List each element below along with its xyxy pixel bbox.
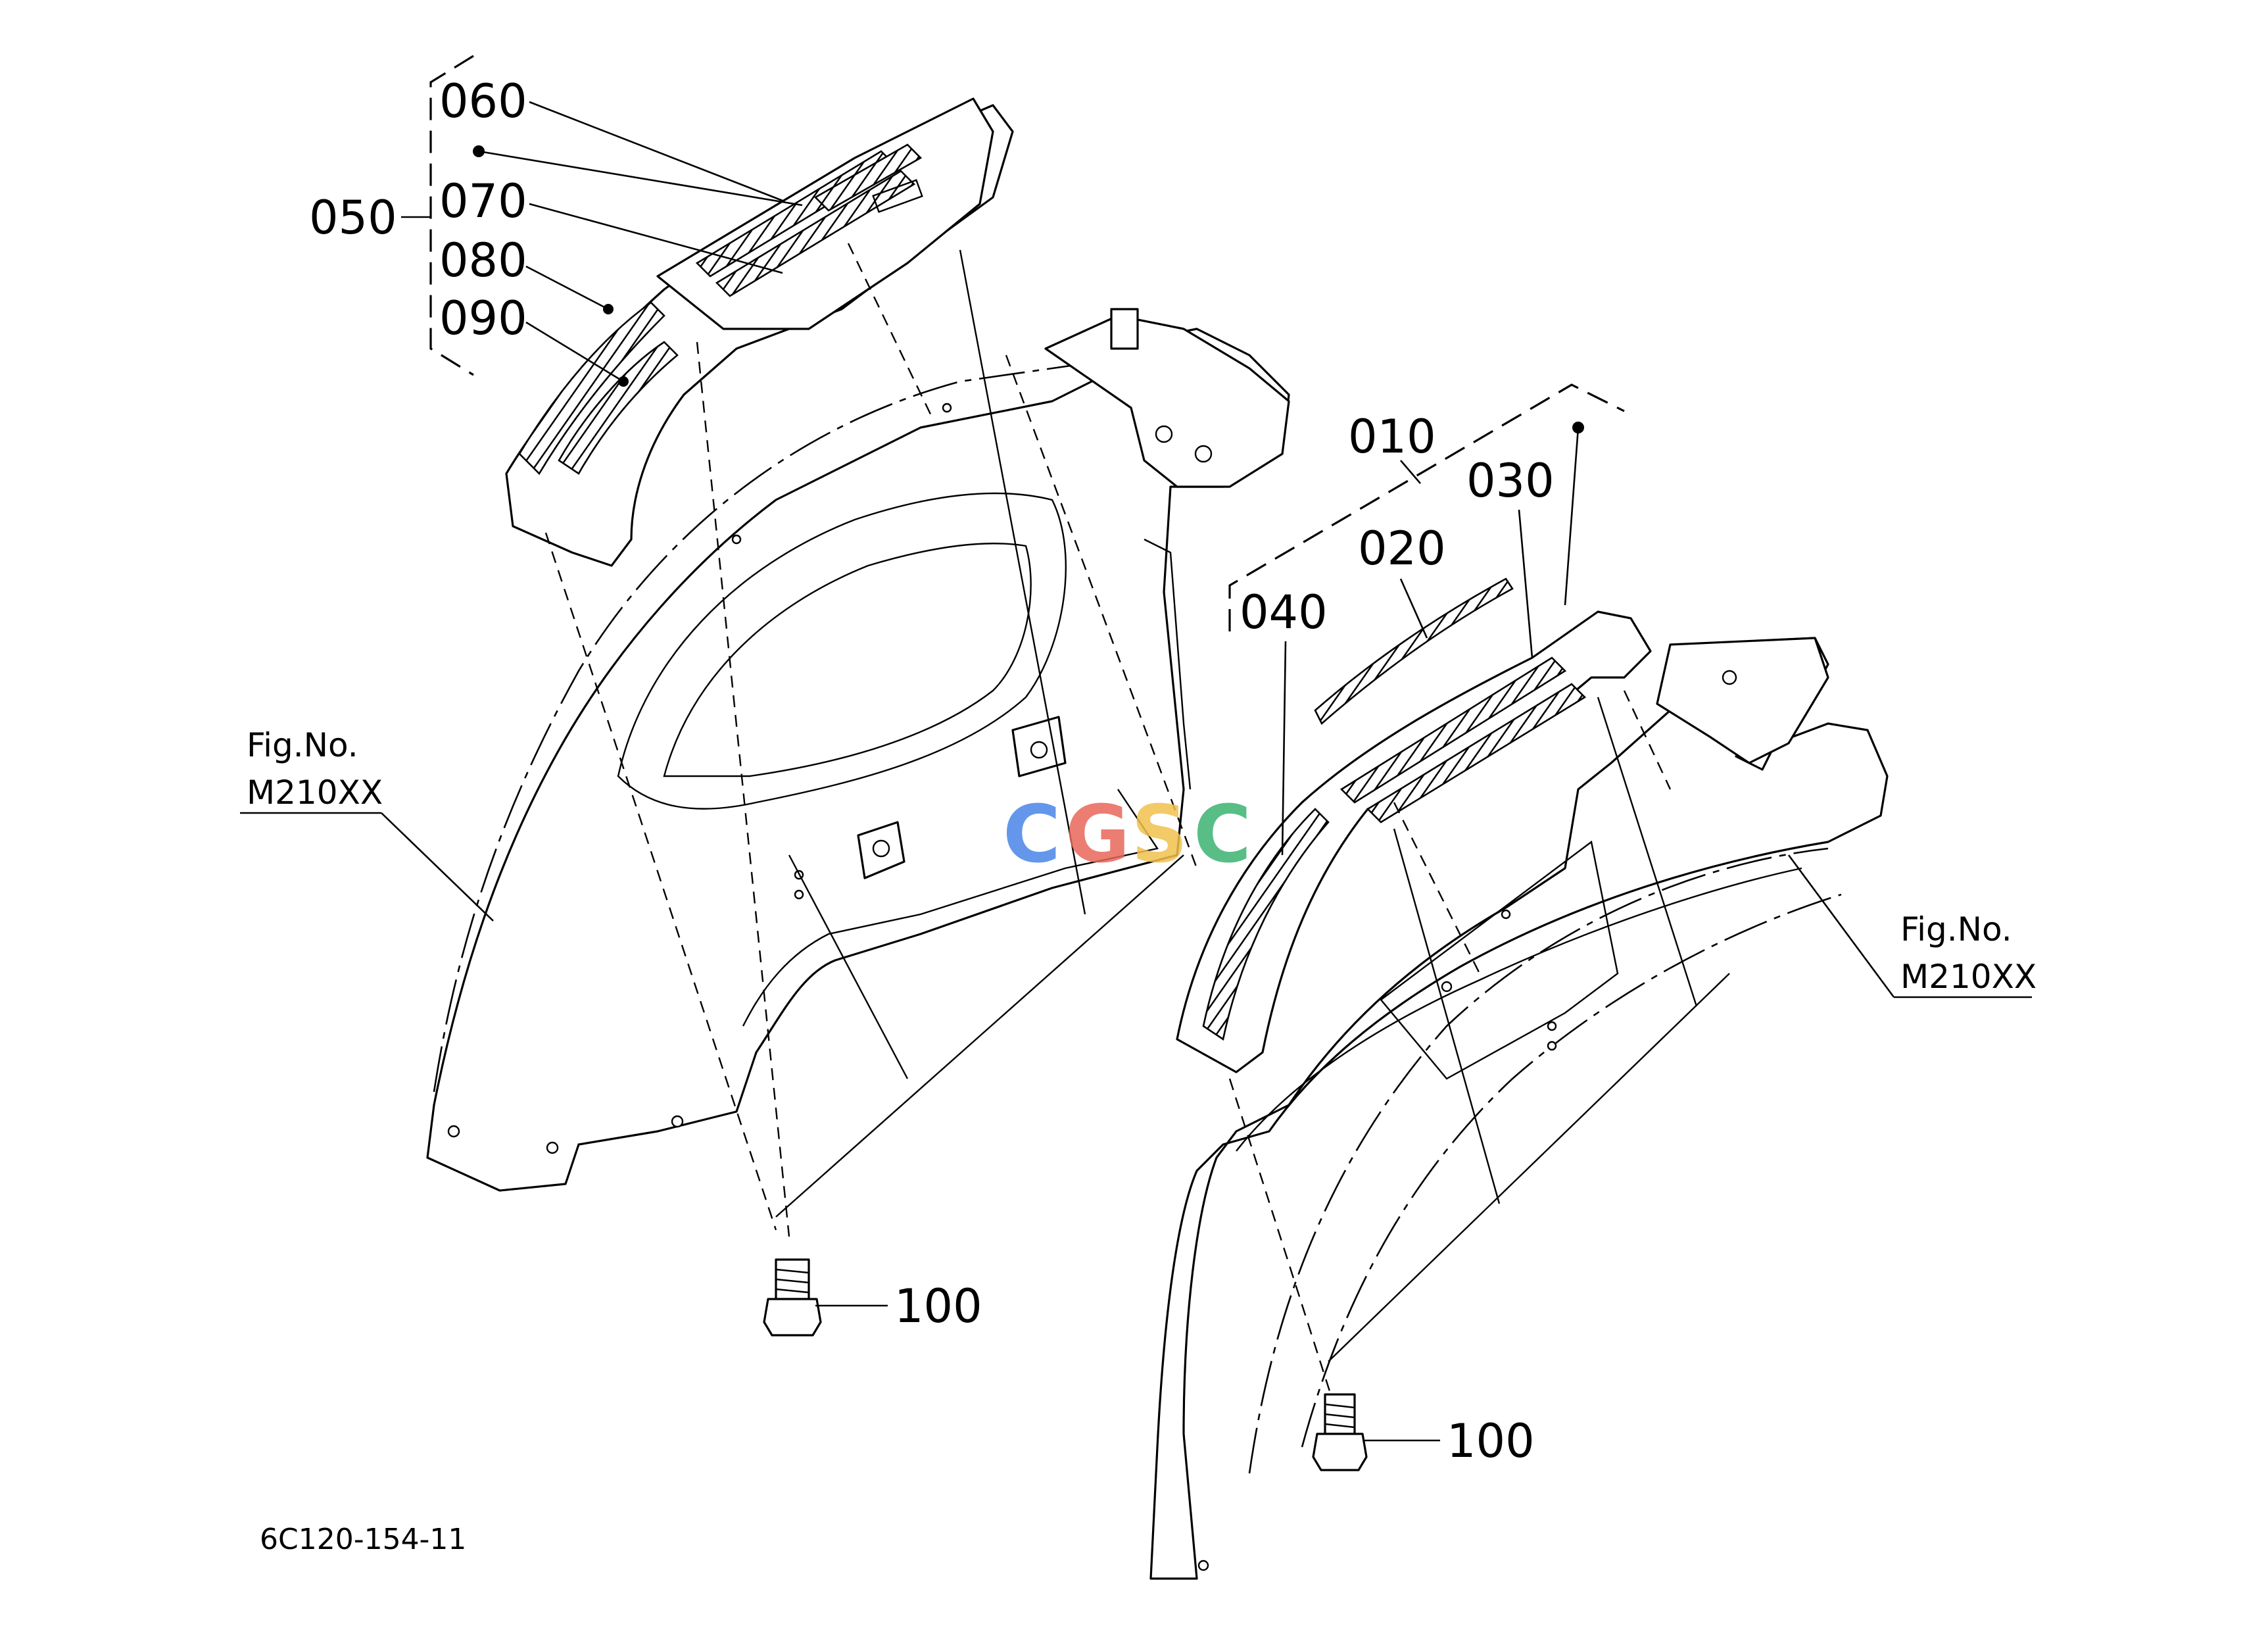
left-fender-hole-3 [671,1115,684,1128]
right-fender-step-line [1236,867,1802,1152]
left-hidden-lines [544,243,1198,1237]
group-bracket-050 [429,55,474,376]
right-plate-hole [1722,670,1737,685]
left-mat-slot [872,179,923,213]
leader-040 [1281,641,1287,856]
left-bracket-hole [1155,425,1173,443]
right-mat-010 [1176,578,1652,1073]
callout-010: 010 [1348,410,1436,464]
leader-070 [529,203,783,274]
fig-ref-right-leader [1787,854,1895,998]
right-fender-body [1149,637,1889,1580]
leader-030 [1518,509,1533,658]
left-fender-rear-bracket [1044,314,1290,488]
fig-ref-left-leader [381,812,494,922]
leader-060b [478,150,803,207]
left-mat-050 [505,97,1014,567]
fig-ref-left-line2: M210XX [247,774,383,812]
right-fender-hole-2 [1547,1021,1557,1031]
callout-050: 050 [309,191,397,245]
callout-040: 040 [1240,585,1328,639]
right-fender-hole-4 [1501,909,1511,920]
left-bracket-hole-2 [1194,445,1213,463]
left-bracket-clip [1110,308,1139,350]
watermark-letter-3: S [1131,789,1188,881]
watermark-letter-2: G [1065,789,1130,881]
callout-100-left: 100 [894,1279,982,1333]
left-mount-bracket-1 [857,821,905,879]
right-fender-assembly [1149,637,1889,1580]
left-fender-edge-line [1144,538,1192,790]
callout-100-right: 100 [1447,1414,1535,1468]
left-fender-hole-1 [447,1125,460,1138]
leader-080 [525,265,609,310]
left-fender-hole-7 [942,403,952,413]
right-mat-side-strip [1202,808,1330,1041]
right-hidden-lines [1228,690,1730,1408]
callout-080-dot [603,304,614,314]
left-bolt-100 [763,1258,822,1337]
leader-090 [525,321,624,383]
fig-ref-left-line1: Fig.No. [247,726,358,764]
callout-090-dot [618,376,629,387]
callout-030: 030 [1466,454,1555,508]
left-fender-hole-5 [794,889,804,900]
right-fender-hole-1 [1441,981,1453,993]
left-fender-body [426,328,1290,1192]
left-fender-hole-2 [546,1141,559,1154]
left-fender-inner-cavity [617,492,1067,810]
left-fender-assembly [426,308,1290,1192]
left-fender-inner-cavity-rim [663,543,1032,777]
left-mount-bracket-2 [1011,716,1067,777]
right-mat-trim-020 [1314,578,1514,725]
right-fender-inner-plate [1380,840,1619,1080]
left-mat-side-strip-outer [518,301,665,476]
right-bolt-100 [1312,1393,1368,1471]
group-bracket-010 [1228,383,1625,631]
watermark-logo: C G S C [1003,789,1251,881]
fig-ref-right-line1: Fig.No. [1900,910,2012,948]
right-fender-hole-5 [1197,1560,1209,1571]
callout-070: 070 [439,174,527,228]
right-fender-phantom-inner [1301,893,1842,1448]
fig-ref-right-line2: M210XX [1900,958,2037,996]
left-mat-tread-3 [813,143,923,212]
left-mat-tread-2 [715,170,916,297]
watermark-letter-1: C [1003,789,1061,881]
left-fender-phantom-outline [433,354,1224,1093]
left-mat-top-pad [656,97,994,330]
right-fender-hole-3 [1547,1041,1557,1051]
drawing-code: 6C120-154-11 [260,1523,466,1556]
callout-080: 080 [439,234,527,287]
callout-020: 020 [1358,522,1446,576]
leader-030b [1564,427,1580,606]
left-fender-hole-6 [731,534,742,545]
right-mat-tread-1 [1339,656,1567,804]
callout-090: 090 [439,291,527,345]
watermark-letter-4: C [1194,789,1251,881]
callout-060: 060 [439,74,527,128]
leader-020 [1399,578,1428,639]
leader-060 [529,101,783,202]
left-fender-step [742,789,1159,1027]
right-mat-tread-2 [1366,683,1587,823]
right-fender-top-plate [1656,637,1829,764]
right-fender-phantom-outline [1248,847,1829,1474]
left-mat-side-strip-inner [558,341,679,475]
leader-010 [1400,460,1421,484]
